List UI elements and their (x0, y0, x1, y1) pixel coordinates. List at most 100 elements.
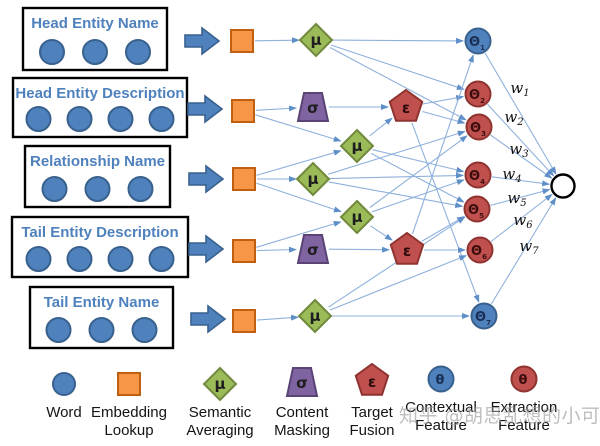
connector-line (256, 149, 342, 176)
epsilon-symbol: ε (403, 242, 411, 260)
weight-label: w2 (504, 108, 523, 128)
connector-line (484, 52, 557, 175)
contextual-feature-node (470, 302, 498, 330)
extraction-feature-node (464, 80, 492, 108)
connector-line (370, 152, 465, 203)
legend-label: Semantic (189, 404, 252, 421)
word-dot (82, 39, 108, 65)
connector-line (255, 105, 297, 112)
subscript: 2 (480, 97, 485, 105)
epsilon-symbol: ε (368, 373, 376, 391)
legend-label: Content (276, 404, 329, 421)
subscript: 3 (522, 149, 528, 160)
subscript: 4 (514, 174, 521, 185)
semantic-averaging-node (295, 161, 331, 197)
connector-line (370, 225, 393, 241)
word-dot (41, 176, 68, 202)
subscript: 1 (523, 88, 529, 99)
target-fusion-node (388, 88, 424, 122)
legend-item-word: Word (46, 372, 82, 421)
connector-line (328, 181, 464, 208)
weight-label: w5 (507, 189, 526, 209)
extraction-feature-node (510, 365, 538, 393)
connector-line (491, 176, 551, 187)
weight-label: w7 (519, 237, 539, 257)
legend-label: Masking (274, 422, 330, 439)
legend-label: Averaging (186, 422, 253, 439)
flow-arrow-icon (188, 164, 225, 194)
legend-label: Feature (415, 417, 467, 434)
connector-line (369, 135, 468, 208)
legend-label: Extraction (491, 399, 558, 416)
word-dot (39, 39, 65, 65)
flow-arrow-icon (190, 304, 227, 334)
word-dot (84, 176, 111, 202)
connector-line (331, 44, 465, 90)
connector-line (422, 94, 465, 105)
legend-label: Target (351, 404, 394, 421)
legend-label: Contextual (405, 399, 477, 416)
word-dot (66, 106, 93, 132)
subscript: 4 (480, 178, 485, 186)
input-box-label: Head Entity Description (15, 85, 184, 102)
subscript: 5 (479, 212, 484, 220)
contextual-feature-node (464, 27, 492, 55)
connector-line (328, 246, 390, 253)
word-dot (25, 246, 52, 272)
subscript: 7 (486, 319, 491, 327)
weight-label: w3 (509, 140, 528, 160)
input-box-label: Head Entity Name (31, 15, 159, 32)
connector-line (421, 216, 465, 242)
connector-line (329, 255, 468, 311)
word-dot (107, 246, 134, 272)
weight-label: w1 (510, 79, 529, 99)
contextual-feature-node (427, 365, 455, 393)
extraction-feature-node (463, 195, 491, 223)
content-masking-node (296, 234, 330, 264)
connector-line (331, 37, 464, 44)
connector-line (411, 54, 474, 235)
connector-line (490, 134, 553, 179)
legend-label: Lookup (104, 422, 153, 439)
word-dot (66, 246, 93, 272)
connector-line (255, 114, 342, 142)
input-box-label: Relationship Name (30, 153, 165, 170)
flow-arrows-layer (184, 26, 227, 334)
flow-arrow-icon (188, 234, 225, 264)
legend-label: Fusion (349, 422, 394, 439)
word-dot (52, 372, 76, 396)
word-dot (148, 246, 175, 272)
word-dot (131, 317, 158, 343)
connector-line (371, 179, 465, 213)
edges-layer (254, 37, 557, 321)
mu-symbol: μ (214, 375, 225, 393)
epsilon-symbol: ε (402, 99, 410, 117)
connector-line (490, 197, 557, 305)
embedding-lookup-node (117, 372, 141, 396)
extraction-feature-node (465, 113, 493, 141)
legend-label: Word (46, 404, 82, 421)
target-fusion-node (354, 362, 390, 396)
sigma-symbol: σ (307, 99, 319, 117)
embedding-lookup-node (232, 309, 256, 333)
content-masking-node (296, 92, 330, 122)
word-dot (45, 317, 72, 343)
connector-line (256, 246, 297, 253)
semantic-averaging-node (339, 128, 375, 164)
embedding-lookup-node (232, 239, 256, 263)
mu-symbol: μ (351, 208, 362, 226)
box-head-entity-name: Head Entity Name (21, 6, 169, 72)
word-dot (88, 317, 115, 343)
sigma-symbol: σ (296, 374, 308, 392)
mu-symbol: μ (310, 31, 321, 49)
theta-label: θ (436, 373, 445, 388)
output-node (550, 173, 576, 199)
